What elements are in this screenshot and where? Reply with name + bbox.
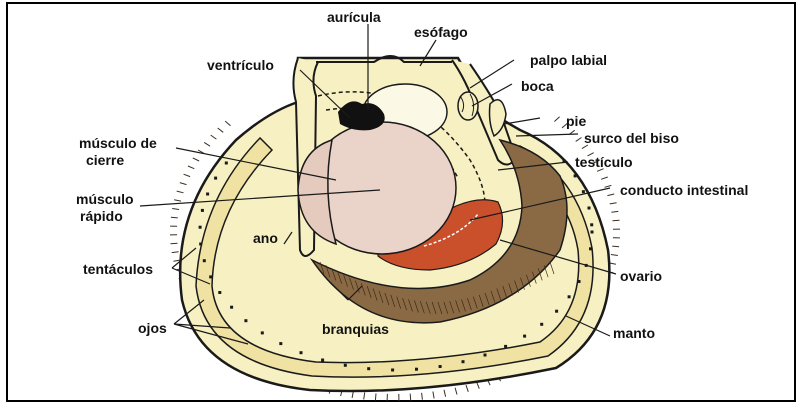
label-palpo-labial: palpo labial [530, 53, 607, 68]
label-esofago: esófago [414, 25, 468, 40]
label-conducto-intestinal: conducto intestinal [620, 183, 748, 198]
labial-palp [458, 92, 478, 120]
label-auricula: aurícula [327, 10, 381, 25]
label-musculo: músculo [76, 192, 134, 207]
label-musculo-de: músculo de [79, 136, 157, 151]
label-boca: boca [521, 79, 554, 94]
label-ano: ano [253, 231, 278, 246]
label-tentaculos: tentáculos [83, 262, 153, 277]
label-manto: manto [613, 326, 655, 341]
label-rapido: rápido [80, 209, 123, 224]
label-surco-del-biso: surco del biso [584, 131, 679, 146]
label-cierre: cierre [86, 153, 124, 168]
label-pie: pie [566, 114, 586, 129]
label-ventriculo: ventrículo [207, 58, 274, 73]
label-ojos: ojos [138, 321, 167, 336]
label-ovario: ovario [620, 269, 662, 284]
label-testiculo: testículo [575, 155, 633, 170]
label-branquias: branquias [322, 322, 389, 337]
